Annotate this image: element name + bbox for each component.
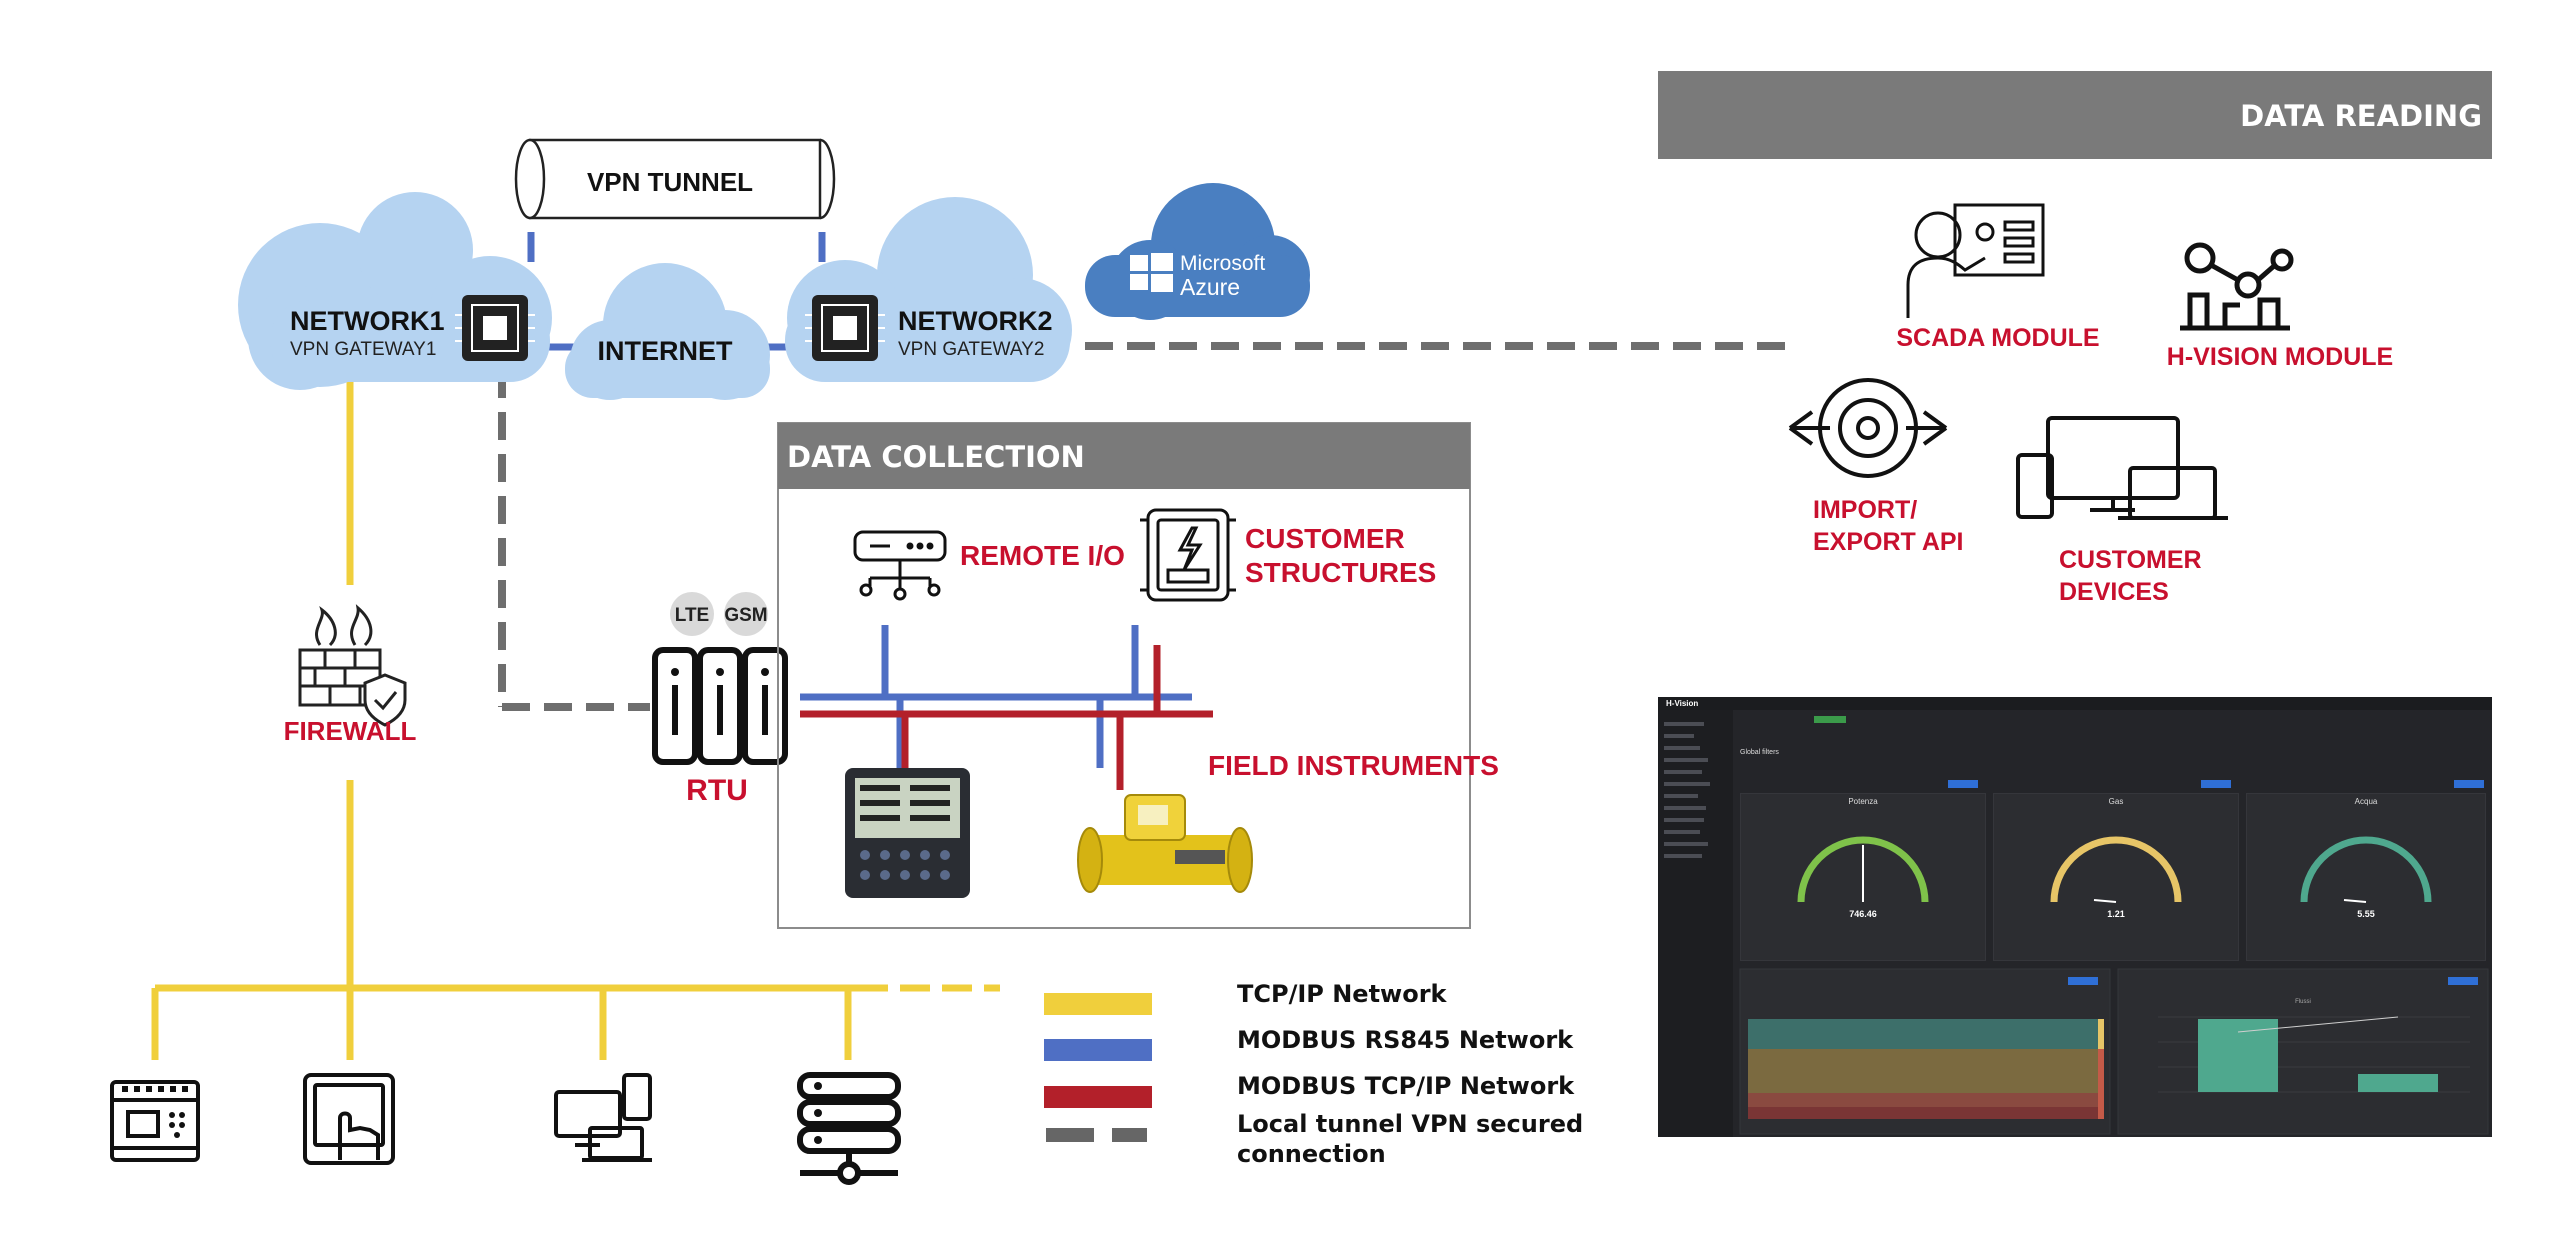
apply-filters-button-1[interactable] — [1948, 780, 1978, 788]
gauge-value-2: 1.21 — [2107, 909, 2125, 919]
tcpip-network-lines — [151, 375, 1000, 1060]
apply-filters-button-3[interactable] — [2454, 780, 2484, 788]
gateway1-chip-icon — [455, 295, 535, 361]
legend-swatch-modbus-tcpip — [1044, 1086, 1152, 1108]
touch-panel-icon — [303, 1073, 395, 1165]
gauge-title-3: Acqua — [2354, 797, 2378, 806]
legend-label-vpn-line2: connection — [1237, 1140, 1386, 1168]
legend-label-modbus-tcpip: MODBUS TCP/IP Network — [1237, 1072, 1575, 1100]
gsm-badge: GSM — [724, 592, 768, 636]
windows-logo-icon — [1130, 253, 1173, 292]
vpn-secured-lines — [498, 342, 1790, 711]
gauge-value-1: 746.46 — [1849, 909, 1877, 919]
svg-text:LTE: LTE — [675, 605, 709, 626]
lte-badge: LTE — [670, 592, 714, 636]
customer-structures-icon — [1140, 508, 1236, 602]
customer-structures-line1: CUSTOMER — [1245, 523, 1405, 554]
internet-cloud — [565, 263, 770, 400]
azure-line2: Azure — [1180, 274, 1240, 300]
legend-swatch-tcpip — [1044, 993, 1152, 1015]
dashboard-graphics — [1739, 836, 2489, 1135]
import-export-line2: EXPORT API — [1813, 528, 1964, 556]
rtu-label: RTU — [686, 774, 748, 807]
customer-structures-line2: STRUCTURES — [1245, 557, 1436, 588]
legend-swatches — [1044, 993, 1152, 1142]
gauge-value-3: 5.55 — [2357, 909, 2375, 919]
legend-swatch-vpn-2 — [1112, 1128, 1147, 1142]
devices-icon — [554, 1073, 652, 1162]
dashboard-topbar: H-Vision — [1658, 697, 2492, 710]
customer-devices-icon — [2016, 416, 2228, 520]
data-reading-bar: DATA READING — [1658, 71, 2492, 159]
flow-meter-icon — [1077, 794, 1253, 893]
svg-text:GSM: GSM — [724, 605, 767, 626]
firewall-label: FIREWALL — [284, 716, 417, 746]
scada-icon — [1906, 203, 2045, 318]
gauge-title-2: Gas — [2108, 797, 2124, 806]
modbus-tcpip-lines — [800, 645, 1213, 790]
legend-label-rs845: MODBUS RS845 Network — [1237, 1026, 1574, 1054]
hvision-module-label: H-VISION MODULE — [2167, 343, 2393, 371]
scada-module-label: SCADA MODULE — [1896, 324, 2099, 352]
plc-icon — [110, 1080, 200, 1162]
remote-io-label: REMOTE I/O — [960, 540, 1125, 571]
modbus-rs845-lines — [527, 232, 1192, 768]
gauge-title-1: Potenza — [1848, 797, 1878, 806]
dashboard-status-badge — [1814, 716, 1846, 723]
network1-subtitle: VPN GATEWAY1 — [290, 339, 436, 360]
dashboard-filters-title: Global filters — [1740, 749, 1779, 756]
bar-chart-title: Flussi — [2295, 999, 2311, 1005]
data-collection-header: DATA COLLECTION — [787, 440, 1085, 474]
azure-line1: Microsoft — [1180, 252, 1265, 275]
server-icon — [797, 1072, 901, 1185]
vpn-tunnel-label: VPN TUNNEL — [587, 167, 753, 197]
internet-label: INTERNET — [598, 336, 734, 366]
network2-title: NETWORK2 — [898, 306, 1053, 336]
legend-label-vpn-line1: Local tunnel VPN secured — [1237, 1110, 1584, 1138]
gauge-panel-3 — [2246, 793, 2486, 961]
hvision-icon — [2180, 242, 2294, 331]
data-collection-box: DATA COLLECTION — [777, 422, 1471, 929]
customer-devices-line1: CUSTOMER — [2059, 546, 2202, 574]
apply-filters-button-2[interactable] — [2201, 780, 2231, 788]
field-instruments-label: FIELD INSTRUMENTS — [1208, 750, 1499, 781]
firewall-icon — [298, 604, 407, 727]
legend-swatch-rs845 — [1044, 1039, 1152, 1061]
dashboard-sidebar — [1658, 710, 1733, 1137]
vpn-tunnel: VPN TUNNEL — [514, 138, 836, 220]
import-export-line1: IMPORT/ — [1813, 496, 1917, 524]
azure-cloud — [1085, 183, 1310, 320]
gateway2-chip-icon — [805, 295, 885, 361]
hvision-dashboard-screenshot: H-Vision Global filters Potenza 746.46 G… — [1658, 697, 2492, 1137]
import-export-icon — [1788, 378, 1948, 478]
remote-io-icon — [853, 530, 947, 601]
customer-devices-line2: DEVICES — [2059, 578, 2169, 606]
legend-swatch-vpn-1 — [1046, 1128, 1094, 1142]
dashboard-brand: H-Vision — [1666, 699, 1699, 708]
network1-title: NETWORK1 — [290, 306, 445, 336]
gauge-panel-2 — [1993, 793, 2239, 961]
power-meter-icon — [845, 768, 970, 898]
data-reading-header: DATA READING — [2240, 99, 2482, 133]
bar-1 — [2198, 1019, 2278, 1092]
bar-2 — [2358, 1074, 2438, 1092]
legend-label-tcpip: TCP/IP Network — [1237, 980, 1447, 1008]
rtu-icon — [652, 647, 788, 765]
network2-subtitle: VPN GATEWAY2 — [898, 339, 1044, 360]
